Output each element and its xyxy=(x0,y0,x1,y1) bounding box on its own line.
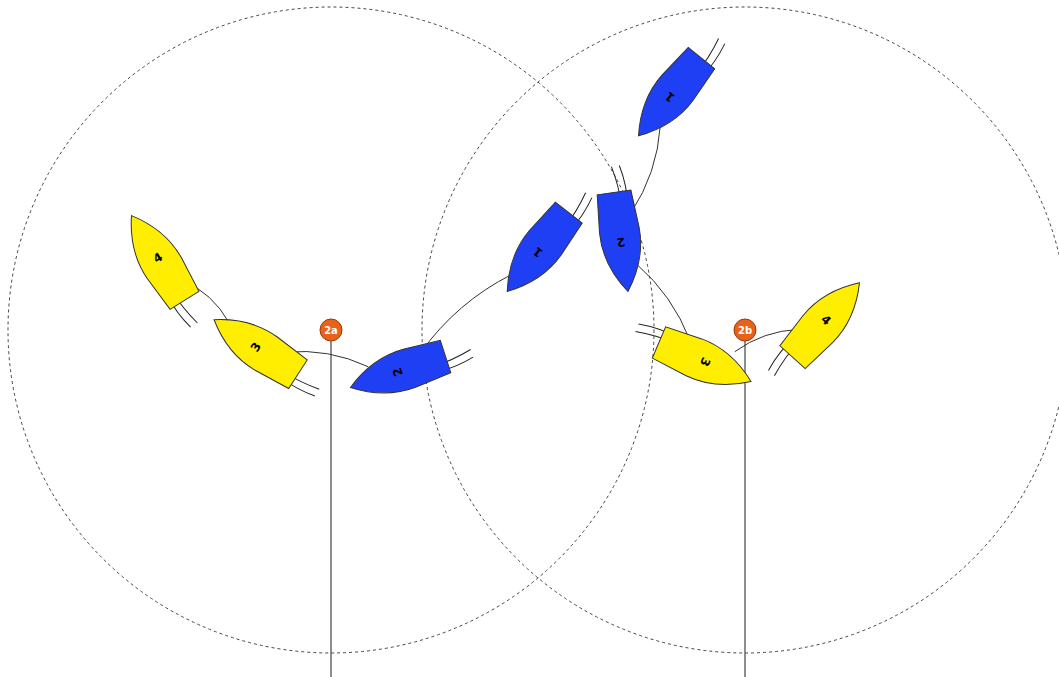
zone-circle xyxy=(422,7,1059,653)
boat: 4 xyxy=(114,204,203,311)
buoy xyxy=(320,319,342,341)
mark-label: 2b xyxy=(733,318,757,342)
boat: 2 xyxy=(593,190,649,295)
mark: 2b xyxy=(733,318,757,342)
hull xyxy=(114,205,201,311)
hull xyxy=(491,200,584,304)
mark: 2a xyxy=(319,318,343,342)
buoy xyxy=(734,319,756,341)
mark-line xyxy=(330,341,331,677)
position-number: 1 xyxy=(491,200,586,305)
position-number: 1 xyxy=(622,45,718,149)
position-number: 4 xyxy=(777,269,875,371)
boat: 2 xyxy=(344,337,452,408)
mark-label: 2a xyxy=(319,318,343,342)
mark-line xyxy=(744,341,745,677)
boat: 4 xyxy=(777,269,875,371)
hull xyxy=(203,303,309,391)
track-line xyxy=(421,274,512,352)
position-number: 2 xyxy=(344,337,452,408)
track-line xyxy=(631,126,661,214)
boat: 1 xyxy=(491,200,586,305)
hull xyxy=(344,337,452,406)
boat: 1 xyxy=(622,45,718,149)
track-line xyxy=(636,264,690,341)
hull xyxy=(594,190,648,295)
position-number: 4 xyxy=(114,204,203,311)
position-number: 2 xyxy=(593,190,649,295)
boat: 3 xyxy=(203,302,310,392)
hull xyxy=(778,269,875,370)
hull xyxy=(623,46,717,149)
position-number: 3 xyxy=(203,302,310,392)
